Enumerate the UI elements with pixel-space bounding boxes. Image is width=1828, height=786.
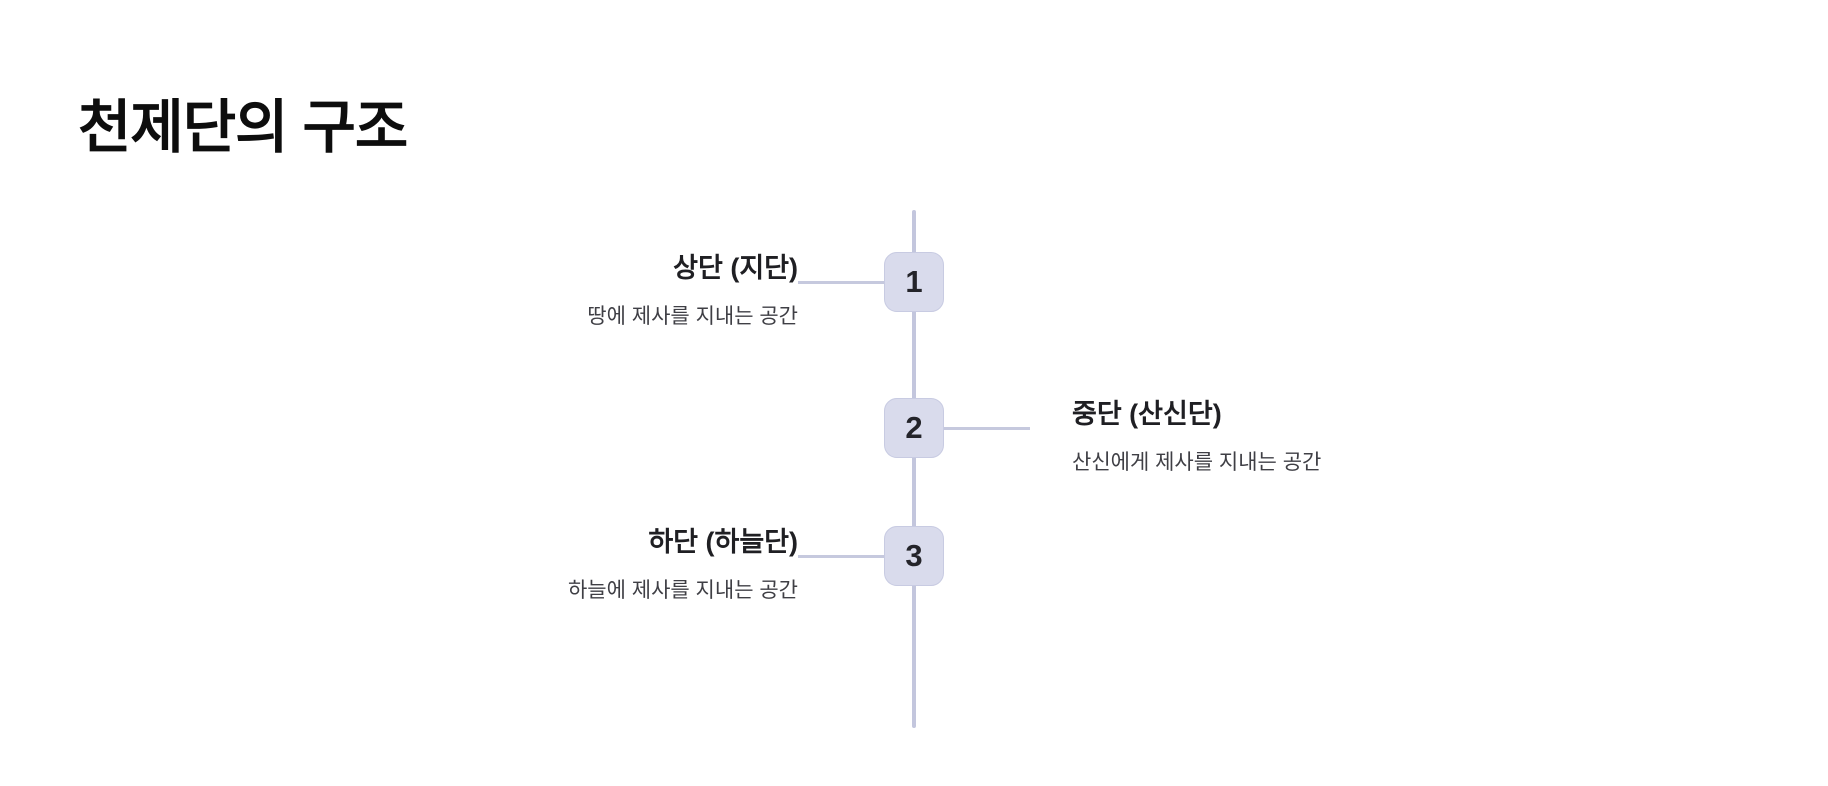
timeline-description-2: 산신에게 제사를 지내는 공간 (1072, 450, 1322, 474)
timeline-node-2[interactable]: 2 (884, 398, 944, 458)
timeline-description-1: 땅에 제사를 지내는 공간 (587, 304, 798, 328)
timeline-content-2: 중단 (산신단) 산신에게 제사를 지내는 공간 (1072, 398, 1632, 477)
timeline-axis-line (912, 210, 916, 728)
timeline-heading-3: 하단 (하늘단) (648, 527, 798, 557)
page-title: 천제단의 구조 (78, 94, 408, 160)
timeline-content-3: 하단 (하늘단) 하늘에 제사를 지내는 공간 (278, 526, 798, 605)
timeline-connector-2 (944, 427, 1030, 430)
timeline-connector-1 (798, 281, 884, 284)
timeline-node-1[interactable]: 1 (884, 252, 944, 312)
timeline-connector-3 (798, 555, 884, 558)
timeline-heading-2: 중단 (산신단) (1072, 399, 1222, 429)
timeline-node-3[interactable]: 3 (884, 526, 944, 586)
timeline-content-1: 상단 (지단) 땅에 제사를 지내는 공간 (278, 252, 798, 331)
timeline-heading-1: 상단 (지단) (673, 253, 798, 283)
timeline-description-3: 하늘에 제사를 지내는 공간 (567, 578, 798, 602)
